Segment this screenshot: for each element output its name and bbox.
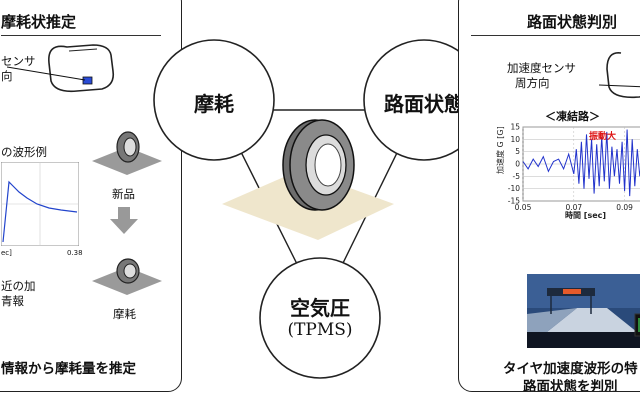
chart-y-tick-label: 15 [510, 123, 520, 132]
worn-tire-label: 摩耗 [113, 307, 136, 321]
right-panel-title-rule [471, 35, 640, 36]
right-panel: 路面状態判別 加速度センサ 周方向 ＜凍結路＞ 15 10 5 0 -5 -10 -15 0… [458, 0, 640, 392]
right-footer-line-1: タイヤ加速度波形の特 [503, 361, 638, 377]
road-circle-label: 路面状態 [384, 92, 464, 116]
worn-tire-icon [92, 258, 162, 295]
snowy-road-photo [527, 274, 640, 348]
left-panel-title-rule [1, 35, 161, 36]
chart-x-tick-label: 0.07 [565, 203, 582, 212]
annotation-vibration: 振動大 [589, 132, 617, 142]
chart-ylabel: 加速度 G [G] [495, 126, 505, 174]
chart-xlabel: 時間 [sec] [565, 210, 606, 219]
tire-cross-section-icon [7, 44, 115, 93]
chart-x-tick-label: 0.09 [616, 203, 633, 212]
right-footer-line-2: 路面状態を判別 [523, 379, 618, 392]
left-footer: 情報から摩耗量を推定 [1, 361, 136, 377]
chart-title: ＜凍結路＞ [545, 110, 600, 123]
chart-x-tick-label: 0.05 [515, 203, 532, 212]
center-tire-icon [282, 119, 355, 211]
left-sensor-sublabel: 向 [1, 69, 13, 83]
right-tire-cross-section-icon [599, 52, 640, 99]
chart-y-tick-label: 0 [515, 160, 520, 169]
pressure-circle [259, 257, 381, 379]
accel-series-line [522, 129, 640, 197]
pressure-circle-label: 空気圧 [290, 296, 350, 320]
chart-y-tick-label: -15 [508, 197, 520, 206]
left-panel-title: 摩耗状推定 [1, 13, 77, 31]
info-line-2: 青報 [1, 294, 24, 308]
left-panel: 摩耗状推定 センサ 向 の波形例 ec] 0.38 新品 摩耗 近の加 青報 情… [0, 0, 182, 392]
road-accel-chart: 15 10 5 0 -5 -10 -15 0.05 0.07 0.09 加速度 G [G] 時間… [495, 123, 640, 219]
left-axis-start-label: ec] [1, 249, 12, 257]
left-axis-end-label: 0.38 [67, 249, 83, 257]
left-sensor-label: センサ [1, 54, 36, 68]
down-arrow-icon [110, 207, 138, 234]
new-tire-label: 新品 [112, 187, 135, 201]
new-tire-icon [92, 131, 162, 175]
chart-y-tick-label: -10 [508, 184, 520, 193]
chart-y-tick-label: 5 [515, 147, 520, 156]
chart-y-tick-label: -5 [513, 172, 521, 181]
right-sensor-line-2: 周方向 [515, 76, 550, 90]
waveform-label: の波形例 [1, 145, 47, 159]
info-line-1: 近の加 [1, 279, 36, 293]
right-panel-title: 路面状態判別 [527, 13, 618, 31]
wear-circle-label: 摩耗 [194, 92, 234, 116]
wear-circle [153, 39, 275, 161]
right-sensor-line-1: 加速度センサ [507, 61, 576, 75]
left-waveform-chart [1, 162, 79, 246]
tpms-label: (TPMS) [287, 320, 353, 340]
chart-y-tick-label: 10 [510, 135, 520, 144]
